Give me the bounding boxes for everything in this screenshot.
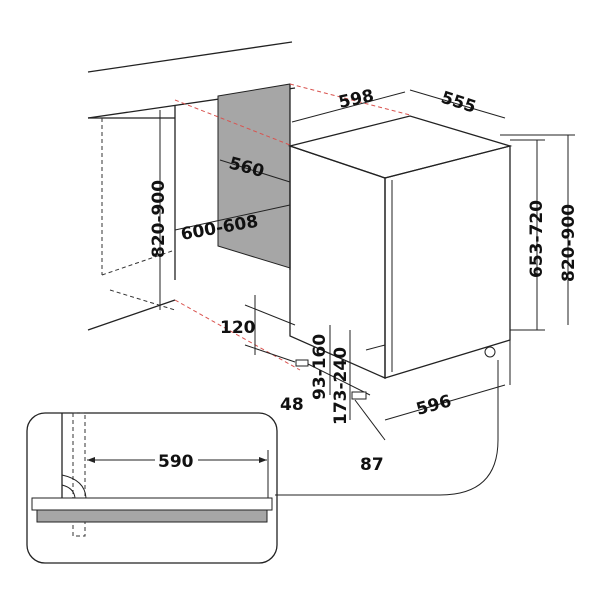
- front-foot: [351, 391, 367, 400]
- foot-offset-label: 48: [280, 395, 304, 415]
- bottom-width-label: 596: [414, 391, 453, 420]
- inset-detail: 590: [26, 412, 278, 564]
- plinth-height-label: 120: [220, 318, 256, 338]
- depth-top-label: 555: [438, 88, 478, 118]
- total-height-label: 820-900: [559, 204, 579, 282]
- width-top-label: 598: [337, 86, 376, 113]
- rear-foot: [484, 346, 496, 358]
- inset-width-label: 590: [158, 452, 194, 472]
- guide-lines: [174, 83, 411, 371]
- front-foot: [295, 359, 309, 367]
- foot-depth-label: 87: [360, 455, 384, 475]
- dimension-lines: [159, 89, 575, 496]
- niche-height-label: 820-900: [149, 180, 169, 258]
- plinth-range-b-label: 173-240: [331, 347, 351, 425]
- plinth-range-a-label: 93-160: [310, 334, 330, 400]
- body-height-label: 653-720: [527, 200, 547, 278]
- inset-panel: [36, 509, 268, 523]
